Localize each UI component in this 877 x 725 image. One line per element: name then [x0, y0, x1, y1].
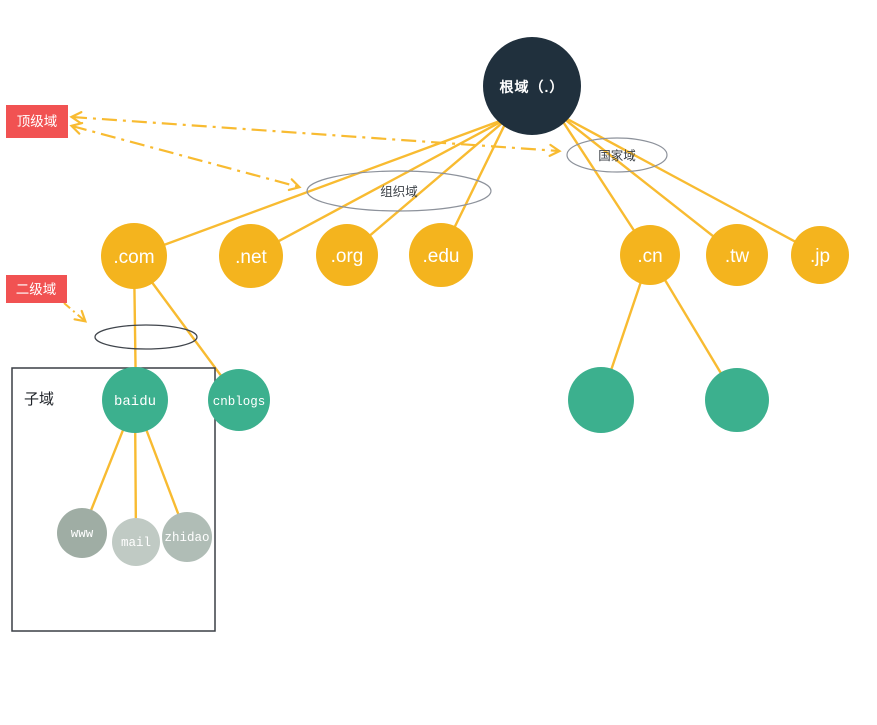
second-level-badge-bg — [6, 275, 67, 303]
tld-org-label: .org — [331, 246, 364, 267]
cn-child-node-right — [705, 368, 769, 432]
tld-tw-circle — [706, 224, 768, 286]
tld-jp-circle — [791, 226, 849, 284]
www-label: www — [71, 527, 94, 541]
subdomain-label: 子域 — [24, 391, 54, 408]
node-mail: mail — [112, 518, 160, 566]
node-tld-tw: .tw — [706, 224, 768, 286]
arrow-toplevel-to-country-domain — [69, 111, 562, 157]
tree-edges — [80, 112, 822, 544]
tld-cn-label: .cn — [637, 246, 662, 267]
node-zhidao: zhidao — [162, 512, 212, 562]
tld-jp-label: .jp — [810, 246, 830, 267]
edge-root-jp — [556, 112, 822, 257]
top-level-badge: 顶级域 — [6, 105, 68, 138]
org-domain-ellipse — [306, 170, 492, 212]
top-level-badge-bg — [6, 105, 68, 138]
edge-root-tw — [556, 112, 739, 257]
arrow-toplevel-to-org-domain — [69, 121, 302, 192]
country-domain-label: 国家域 — [598, 148, 636, 163]
second-level-badge-label: 二级域 — [16, 282, 57, 297]
subdomain-box — [11, 367, 216, 632]
zhidao-label: zhidao — [164, 531, 209, 545]
node-www: www — [57, 508, 107, 558]
tld-net-label: .net — [235, 247, 267, 268]
cnblogs-label: cnblogs — [213, 395, 266, 409]
node-cnblogs: cnblogs — [208, 369, 270, 431]
mail-label: mail — [121, 536, 151, 550]
org-domain-label: 组织域 — [380, 185, 418, 199]
annotation-arrows — [63, 111, 562, 323]
baidu-circle — [102, 367, 168, 433]
tld-edu-circle — [409, 223, 473, 287]
zhidao-circle — [162, 512, 212, 562]
node-tld-jp: .jp — [791, 226, 849, 284]
mail-circle — [112, 518, 160, 566]
top-level-badge-label: 顶级域 — [17, 114, 58, 129]
tld-net-circle — [219, 224, 283, 288]
node-tld-com: .com — [101, 223, 167, 289]
second-level-ellipse — [94, 324, 198, 350]
tld-tw-label: .tw — [725, 246, 750, 267]
node-root: 根域（.） — [483, 37, 581, 135]
cn-child-node-left — [568, 367, 634, 433]
root-node-label: 根域（.） — [500, 79, 565, 95]
node-tld-cn: .cn — [620, 225, 680, 285]
node-baidu: baidu — [102, 367, 168, 433]
arrow-secondlevel-to-ellipse — [63, 302, 88, 323]
tld-edu-label: .edu — [423, 246, 460, 267]
cnblogs-circle — [208, 369, 270, 431]
tld-com-circle — [101, 223, 167, 289]
country-domain-ellipse — [566, 137, 668, 173]
node-tld-edu: .edu — [409, 223, 473, 287]
root-node-circle — [483, 37, 581, 135]
node-tld-org: .org — [316, 224, 378, 286]
www-circle — [57, 508, 107, 558]
baidu-label: baidu — [114, 394, 156, 410]
tld-com-label: .com — [113, 247, 154, 268]
tld-cn-circle — [620, 225, 680, 285]
tld-org-circle — [316, 224, 378, 286]
node-tld-net: .net — [219, 224, 283, 288]
second-level-badge: 二级域 — [6, 275, 67, 303]
